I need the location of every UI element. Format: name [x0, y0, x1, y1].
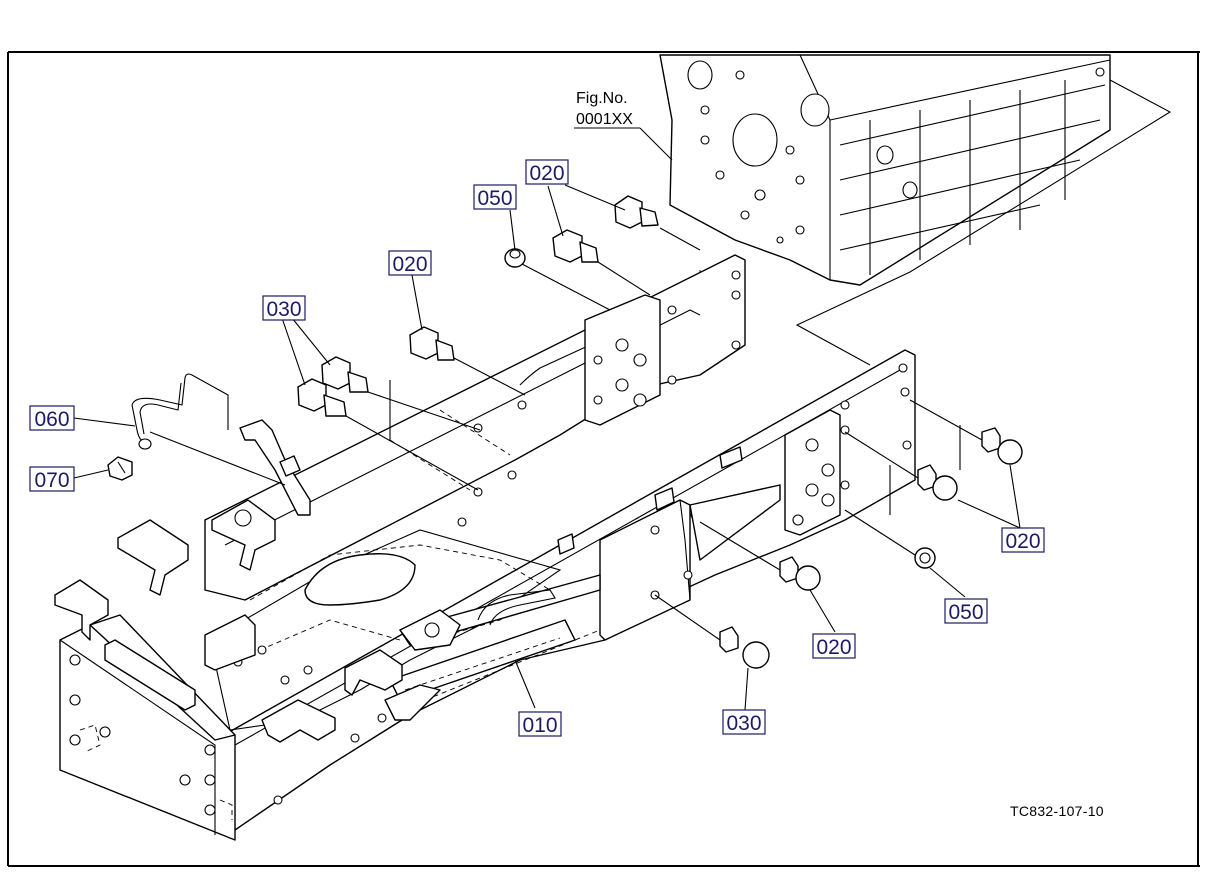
callout-020-top-label: 020 — [529, 162, 564, 185]
callout-020-lower: 020 — [812, 633, 856, 659]
figure-reference: Fig.No. 0001XX — [574, 90, 640, 129]
bolt-group-upper — [297, 195, 659, 417]
callout-050-top-label: 050 — [477, 187, 512, 210]
bolt-group-right — [719, 427, 1023, 669]
callout-050-right-label: 050 — [948, 601, 983, 624]
fig-number: 0001XX — [576, 111, 633, 128]
callout-020-top: 020 — [525, 159, 569, 185]
callout-010-label: 010 — [522, 714, 557, 737]
callout-020-lower-label: 020 — [816, 636, 851, 659]
engine-block — [659, 54, 1111, 286]
callout-070: 070 — [29, 466, 75, 492]
callout-020-right: 020 — [1001, 527, 1045, 553]
callout-060-label: 060 — [34, 408, 69, 431]
page-frame — [7, 51, 1200, 867]
callout-060: 060 — [29, 405, 75, 431]
bolt-part-070 — [107, 456, 133, 481]
fig-label: Fig.No. — [576, 90, 628, 107]
callout-050-right: 050 — [944, 598, 988, 624]
front-frame-part-010 — [54, 254, 916, 841]
callout-020-right-label: 020 — [1005, 530, 1040, 553]
callout-020-mid: 020 — [388, 250, 432, 276]
leader-lines — [73, 127, 1021, 711]
callout-030-lower-label: 030 — [726, 712, 761, 735]
strap-bracket — [239, 419, 311, 516]
callout-030-left: 030 — [262, 295, 306, 321]
callout-010: 010 — [518, 711, 562, 737]
callout-050-top: 050 — [473, 184, 517, 210]
callout-020-mid-label: 020 — [392, 253, 427, 276]
drawing-code: TC832-107-10 — [1010, 803, 1104, 819]
rod-part-060 — [131, 373, 229, 450]
callout-030-lower: 030 — [722, 709, 766, 735]
callout-030-left-label: 030 — [266, 298, 301, 321]
callout-070-label: 070 — [34, 469, 69, 492]
